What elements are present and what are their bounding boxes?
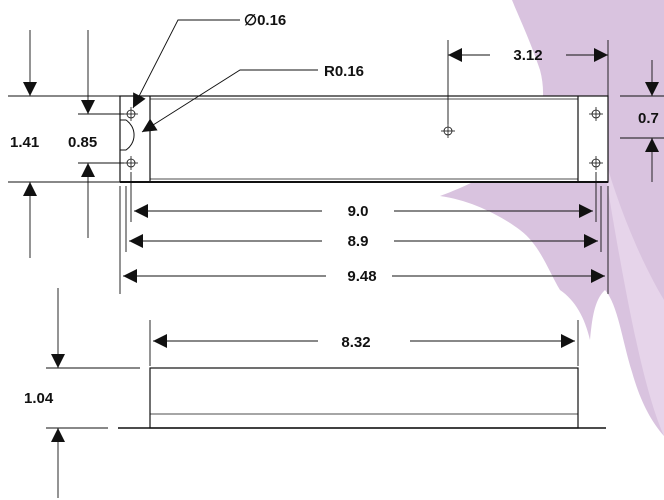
mounting-holes	[124, 107, 603, 170]
right-cut-label: 0.7	[638, 110, 659, 127]
dim-overall-height: 1.41	[8, 30, 120, 258]
radius-label: R0.16	[324, 63, 364, 80]
callout-diameter: ∅0.16	[132, 12, 286, 109]
side-view-outline	[118, 367, 606, 429]
hole-center	[441, 124, 455, 138]
side-height-label: 1.04	[24, 390, 54, 407]
side-length-label: 8.32	[341, 334, 370, 351]
top-view-outline	[119, 95, 609, 183]
hole-right-top	[589, 107, 603, 121]
overall-height-label: 1.41	[10, 134, 39, 151]
width-overall-label: 9.48	[347, 268, 376, 285]
dim-widths: 9.0 8.9 9.48	[119, 172, 609, 294]
dim-side-length: 8.32	[149, 320, 579, 366]
hole-right-bottom	[589, 156, 603, 170]
dim-side-height: 1.04	[24, 288, 140, 498]
dim-hole-offset: 3.12	[447, 40, 609, 124]
width-inner-label: 9.0	[348, 203, 369, 220]
hole-left-top	[124, 107, 138, 121]
hole-left-bottom	[124, 156, 138, 170]
dim-right-cut: 0.7	[620, 60, 664, 182]
width-mid-label: 8.9	[348, 233, 369, 250]
hole-spacing-label: 0.85	[68, 134, 97, 151]
hole-offset-label: 3.12	[513, 47, 542, 64]
diameter-label: ∅0.16	[244, 12, 286, 29]
callout-radius: R0.16	[141, 63, 364, 133]
dim-hole-spacing: 0.85	[68, 30, 124, 238]
